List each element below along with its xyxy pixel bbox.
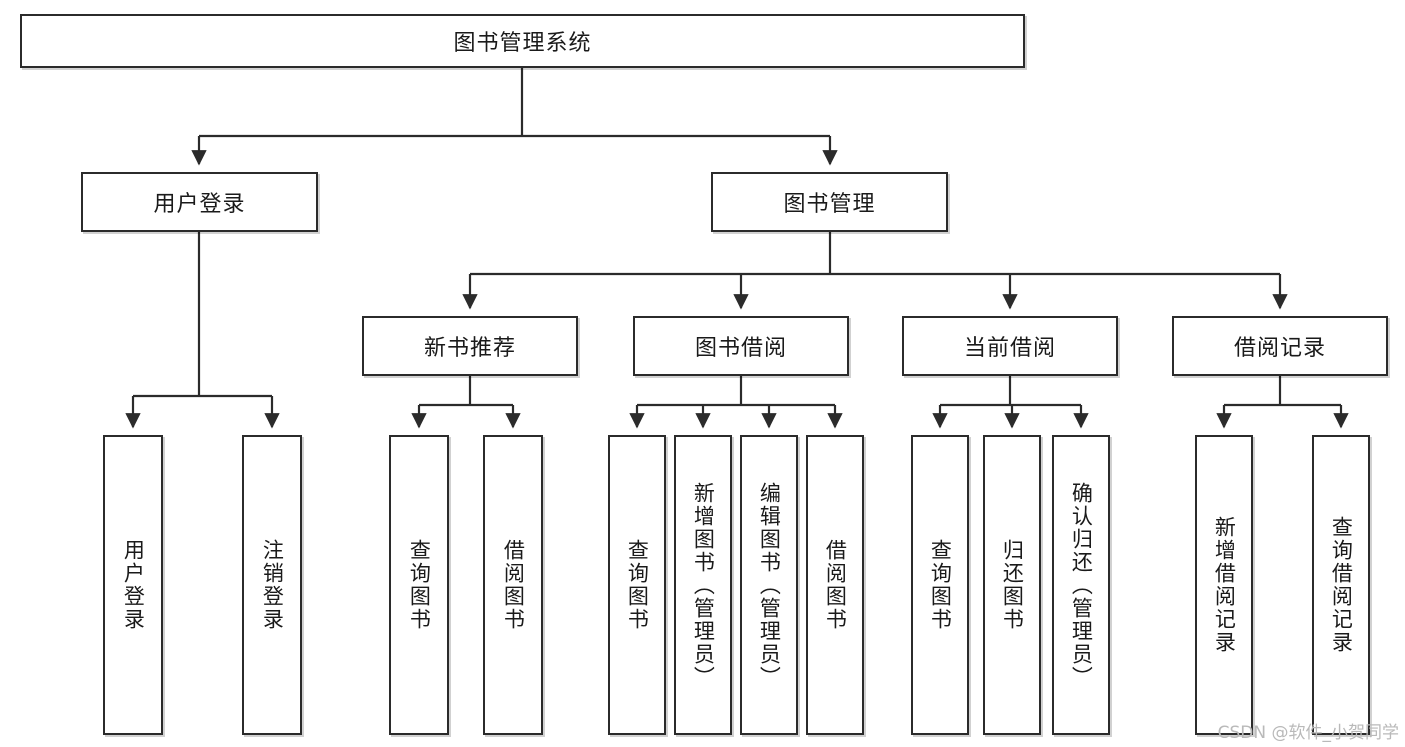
leaf-label: 编辑图书（管理员） <box>757 481 782 689</box>
node-book-borrow[interactable]: 图书借阅 <box>633 316 849 376</box>
leaf-label: 查询图书 <box>928 539 953 631</box>
leaf-label: 注销登录 <box>260 539 285 631</box>
node-leaf-borrow-book-2[interactable]: 借阅图书 <box>806 435 864 735</box>
node-current-borrow[interactable]: 当前借阅 <box>902 316 1118 376</box>
leaf-label: 用户登录 <box>121 539 146 631</box>
node-leaf-add-book-admin[interactable]: 新增图书（管理员） <box>674 435 732 735</box>
node-leaf-query-borrow-record[interactable]: 查询借阅记录 <box>1312 435 1370 735</box>
node-leaf-query-book-2[interactable]: 查询图书 <box>608 435 666 735</box>
leaf-label: 查询图书 <box>407 539 432 631</box>
watermark-text: CSDN @软件_小贺同学 <box>1217 723 1399 743</box>
node-leaf-return-book[interactable]: 归还图书 <box>983 435 1041 735</box>
node-book-manage[interactable]: 图书管理 <box>711 172 948 232</box>
leaf-label: 查询借阅记录 <box>1329 516 1354 654</box>
leaf-label: 借阅图书 <box>501 539 526 631</box>
leaf-label: 查询图书 <box>625 539 650 631</box>
node-leaf-query-book-1[interactable]: 查询图书 <box>389 435 449 735</box>
leaf-label: 新增图书（管理员） <box>691 481 716 689</box>
node-new-book-recommend[interactable]: 新书推荐 <box>362 316 578 376</box>
node-leaf-add-borrow-record[interactable]: 新增借阅记录 <box>1195 435 1253 735</box>
leaf-label: 新增借阅记录 <box>1212 516 1237 654</box>
node-user-login[interactable]: 用户登录 <box>81 172 318 232</box>
node-leaf-edit-book-admin[interactable]: 编辑图书（管理员） <box>740 435 798 735</box>
node-borrow-record[interactable]: 借阅记录 <box>1172 316 1388 376</box>
node-leaf-borrow-book-1[interactable]: 借阅图书 <box>483 435 543 735</box>
leaf-label: 确认归还（管理员） <box>1069 481 1094 689</box>
node-leaf-user-login[interactable]: 用户登录 <box>103 435 163 735</box>
node-root[interactable]: 图书管理系统 <box>20 14 1025 68</box>
node-leaf-user-logout[interactable]: 注销登录 <box>242 435 302 735</box>
node-leaf-query-book-3[interactable]: 查询图书 <box>911 435 969 735</box>
leaf-label: 借阅图书 <box>823 539 848 631</box>
node-leaf-confirm-return-admin[interactable]: 确认归还（管理员） <box>1052 435 1110 735</box>
leaf-label: 归还图书 <box>1000 539 1025 631</box>
